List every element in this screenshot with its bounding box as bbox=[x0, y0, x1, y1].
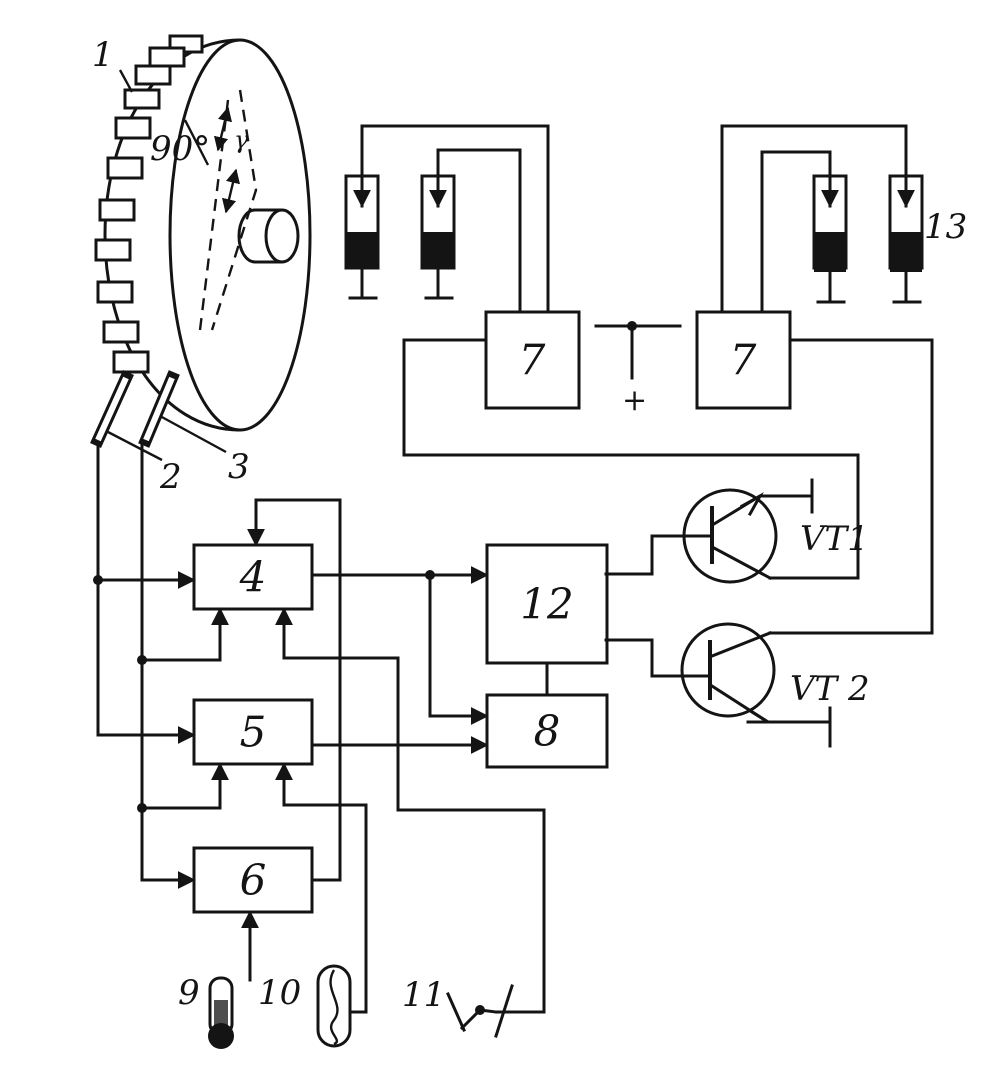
signal-wiring bbox=[93, 440, 549, 1014]
transistor-vt2: VT 2 bbox=[604, 622, 870, 748]
angle-label: 90° bbox=[150, 129, 210, 169]
block-4: 4 bbox=[192, 543, 314, 611]
label-temperature-sensor: 9 bbox=[178, 973, 200, 1013]
gamma-arrow-1 bbox=[213, 106, 233, 152]
block-12: 12 bbox=[485, 543, 609, 665]
shaft-end bbox=[264, 208, 300, 264]
temperature-sensor-icon: 9 bbox=[178, 973, 234, 1049]
sensor-2 bbox=[90, 370, 134, 448]
svg-text:7: 7 bbox=[730, 336, 757, 385]
block-8: 8 bbox=[485, 693, 609, 769]
label-sensor-3: 3 bbox=[228, 447, 250, 487]
injector-right-1 bbox=[812, 174, 848, 304]
label-injector: 13 bbox=[924, 207, 967, 247]
construction-line-b bbox=[210, 89, 258, 331]
block-7-left: 7 bbox=[484, 310, 581, 410]
sensor-3 bbox=[138, 370, 180, 448]
label-disc: 1 bbox=[92, 35, 114, 75]
label-switch: 11 bbox=[402, 975, 445, 1015]
power-feed: + bbox=[594, 321, 682, 418]
svg-text:5: 5 bbox=[240, 708, 267, 757]
svg-text:12: 12 bbox=[520, 580, 573, 629]
injector-left-2 bbox=[420, 174, 456, 300]
angle-leader bbox=[183, 119, 210, 166]
rotor-disc: 90° γ 1 2 3 bbox=[90, 34, 312, 497]
block-5: 5 bbox=[192, 698, 314, 766]
disc-teeth bbox=[94, 34, 204, 374]
leader-2 bbox=[107, 430, 163, 462]
block-7-right: 7 bbox=[695, 310, 792, 410]
svg-text:4: 4 bbox=[239, 553, 267, 602]
switch-icon: 11 bbox=[402, 975, 546, 1038]
leader-3 bbox=[159, 414, 227, 454]
injector-wiring bbox=[353, 124, 915, 314]
label-sensor-2: 2 bbox=[159, 457, 182, 497]
label-vt1: VT1 bbox=[800, 519, 869, 559]
gamma-arrow-2 bbox=[221, 168, 241, 214]
block-6: 6 bbox=[192, 846, 314, 914]
svg-text:7: 7 bbox=[519, 336, 546, 385]
label-pressure-sensor: 10 bbox=[258, 973, 301, 1013]
transistor-vt1: VT1 bbox=[650, 478, 869, 584]
gamma-label: γ bbox=[234, 126, 249, 154]
plus-label: + bbox=[622, 383, 647, 418]
label-vt2: VT 2 bbox=[790, 669, 870, 709]
leader-1 bbox=[118, 69, 134, 93]
svg-text:8: 8 bbox=[534, 707, 561, 756]
pressure-sensor-icon: 10 bbox=[258, 964, 352, 1048]
driver-wiring bbox=[402, 338, 934, 635]
svg-text:6: 6 bbox=[240, 856, 267, 905]
